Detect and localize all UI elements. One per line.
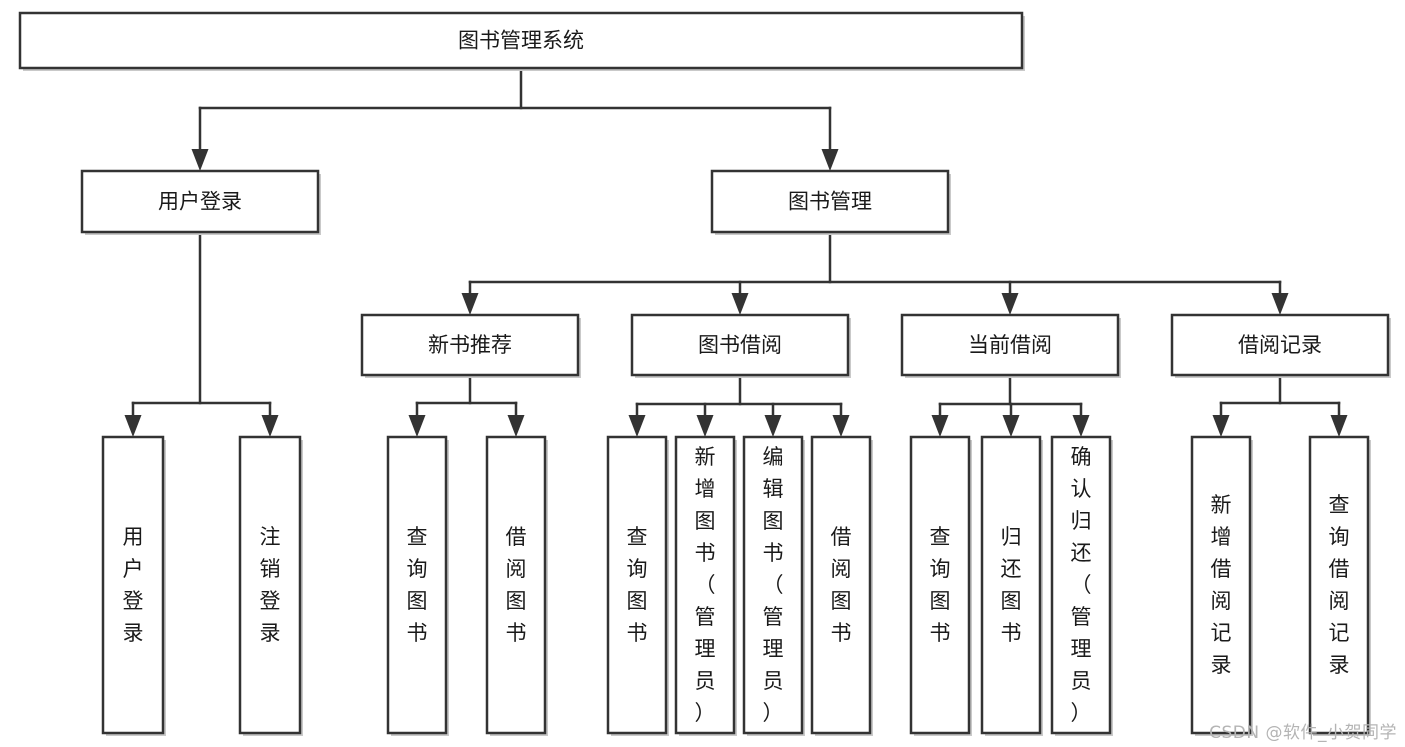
node-n_book_mgmt[interactable]: 图书管理 [710, 169, 951, 235]
node-l_return_book[interactable]: 归还图书 [980, 435, 1043, 736]
node-rect[interactable] [1170, 313, 1390, 377]
node-rect[interactable] [900, 313, 1120, 377]
node-rect[interactable] [386, 435, 448, 735]
node-n_new_book[interactable]: 新书推荐 [360, 313, 581, 378]
node-label: 借阅图书 [831, 525, 852, 645]
node-n_user_login[interactable]: 用户登录 [80, 169, 321, 235]
arrow-head-icon [408, 415, 426, 437]
node-n_record[interactable]: 借阅记录 [1170, 313, 1391, 378]
node-label: 编辑图书（管理员） [763, 445, 784, 725]
node-label: 归还图书 [1001, 525, 1022, 645]
arrow-head-icon [696, 415, 714, 437]
node-rect[interactable] [674, 435, 736, 735]
node-label: 新书推荐 [428, 333, 512, 357]
node-label: 图书借阅 [698, 333, 782, 357]
node-rect[interactable] [360, 313, 580, 377]
node-label: 图书管理 [788, 190, 872, 214]
arrow-head-icon [1002, 415, 1020, 437]
nodes-layer: 图书管理系统用户登录图书管理新书推荐图书借阅当前借阅借阅记录用户登录注销登录查询… [18, 11, 1391, 736]
node-label: 当前借阅 [968, 333, 1052, 357]
node-l_logout[interactable]: 注销登录 [238, 435, 303, 736]
node-label: 注销登录 [260, 525, 281, 645]
arrow-head-icon [507, 415, 525, 437]
node-rect[interactable] [80, 169, 320, 234]
node-l_borrow_book_1[interactable]: 借阅图书 [485, 435, 548, 736]
node-label: 查询图书 [407, 525, 428, 645]
node-label: 新增图书（管理员） [695, 445, 716, 725]
node-label: 借阅图书 [506, 525, 527, 645]
node-rect[interactable] [18, 11, 1024, 70]
node-l_query_book_1[interactable]: 查询图书 [386, 435, 449, 736]
node-rect[interactable] [742, 435, 804, 735]
arrow-head-icon [261, 415, 279, 437]
node-rect[interactable] [980, 435, 1042, 735]
node-rect[interactable] [630, 313, 850, 377]
node-label: 用户登录 [123, 525, 144, 645]
node-rect[interactable] [606, 435, 668, 735]
node-label: 确认归还（管理员） [1071, 445, 1092, 725]
node-n_current[interactable]: 当前借阅 [900, 313, 1121, 378]
node-l_query_book_2[interactable]: 查询图书 [606, 435, 669, 736]
arrow-head-icon [731, 293, 749, 315]
node-label: 借阅记录 [1238, 333, 1322, 357]
arrow-head-icon [461, 293, 479, 315]
node-l_add_record[interactable]: 新增借阅记录 [1190, 435, 1253, 736]
arrow-head-icon [931, 415, 949, 437]
arrow-head-icon [1001, 293, 1019, 315]
node-label: 查询图书 [930, 525, 951, 645]
connectors-layer [124, 66, 1348, 437]
arrow-head-icon [124, 415, 142, 437]
node-l_user_login[interactable]: 用户登录 [101, 435, 166, 736]
node-l_add_book[interactable]: 新增图书（管理员） [674, 435, 737, 736]
node-n_borrow[interactable]: 图书借阅 [630, 313, 851, 378]
node-l_query_book_3[interactable]: 查询图书 [909, 435, 972, 736]
arrow-head-icon [628, 415, 646, 437]
node-l_query_record[interactable]: 查询借阅记录 [1308, 435, 1371, 736]
node-label: 图书管理系统 [458, 29, 584, 53]
node-rect[interactable] [1050, 435, 1112, 735]
node-rect[interactable] [909, 435, 971, 735]
node-label: 查询图书 [627, 525, 648, 645]
node-label: 用户登录 [158, 190, 242, 214]
node-rect[interactable] [485, 435, 547, 735]
node-rect[interactable] [1308, 435, 1370, 735]
node-rect[interactable] [1190, 435, 1252, 735]
node-l_edit_book[interactable]: 编辑图书（管理员） [742, 435, 805, 736]
arrow-head-icon [832, 415, 850, 437]
node-l_confirm_return[interactable]: 确认归还（管理员） [1050, 435, 1113, 736]
arrow-head-icon [191, 149, 209, 171]
node-label: 查询借阅记录 [1329, 493, 1350, 677]
arrow-head-icon [1330, 415, 1348, 437]
node-rect[interactable] [238, 435, 302, 735]
arrow-head-icon [821, 149, 839, 171]
node-root[interactable]: 图书管理系统 [18, 11, 1025, 71]
arrow-head-icon [1072, 415, 1090, 437]
arrow-head-icon [1212, 415, 1230, 437]
node-rect[interactable] [101, 435, 165, 735]
arrow-head-icon [1271, 293, 1289, 315]
arrow-head-icon [764, 415, 782, 437]
node-label: 新增借阅记录 [1211, 493, 1232, 677]
node-l_borrow_book_2[interactable]: 借阅图书 [810, 435, 873, 736]
node-rect[interactable] [710, 169, 950, 234]
node-rect[interactable] [810, 435, 872, 735]
